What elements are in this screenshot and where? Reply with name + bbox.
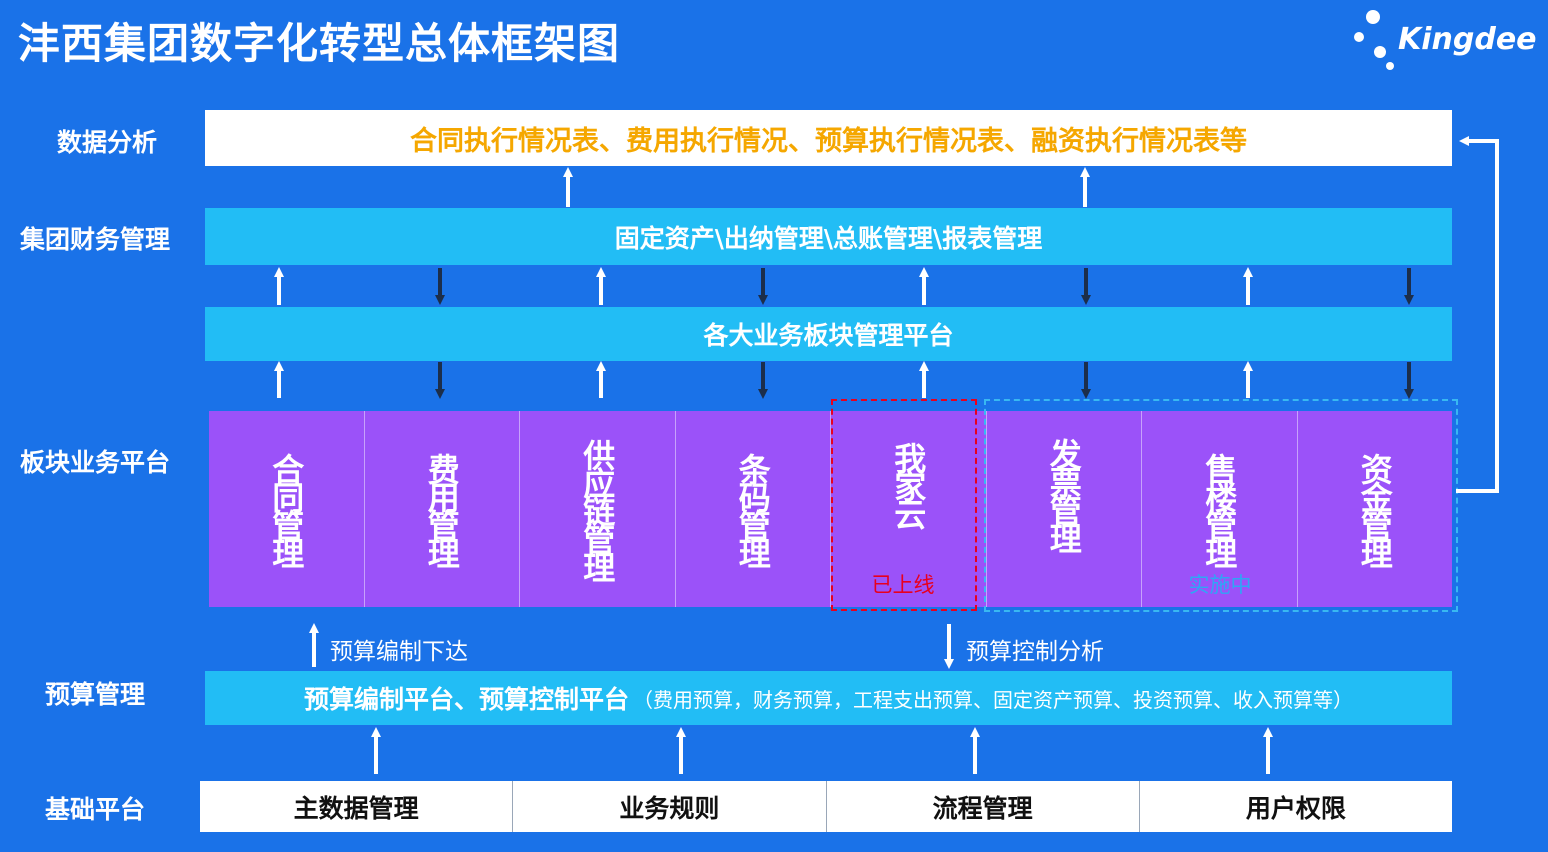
module-label: 合同管理 [267, 453, 306, 565]
module-wojiayun: 我家云 [831, 411, 987, 607]
module-funds: 资金管理 [1297, 411, 1452, 607]
module-label: 售楼管理 [1200, 453, 1239, 565]
feedback-loop-arrow [1456, 136, 1499, 493]
data-analysis-content: 合同执行情况表、费用执行情况、预算执行情况表、融资执行情况表等 [410, 125, 1247, 157]
row-label-data-analysis: 数据分析 [56, 128, 157, 157]
module-invoice: 发票管理 [986, 411, 1142, 607]
module-label: 费用管理 [422, 453, 461, 565]
row-label-foundation: 基础平台 [44, 795, 145, 824]
budget-main-content: 预算编制平台、预算控制平台 [303, 685, 629, 714]
flow-down-label: 预算控制分析 [966, 639, 1104, 665]
foundation-item: 流程管理 [827, 781, 1140, 832]
foundation-item: 主数据管理 [200, 781, 514, 832]
row-label-segment-platform: 板块业务平台 [19, 448, 170, 477]
module-label: 我家云 [889, 442, 928, 526]
flow-up-label: 预算编制下达 [330, 639, 468, 665]
module-row: 合同管理 费用管理 供应链管理 条码管理 我家云 发票管理 售楼管理 资金管理 [209, 411, 1452, 607]
budget-bar: 预算编制平台、预算控制平台 （费用预算，财务预算，工程支出预算、固定资产预算、投… [205, 671, 1452, 725]
status-in-progress-label: 实施中 [1188, 573, 1252, 597]
status-live-label: 已上线 [871, 573, 935, 597]
live-group-outline [831, 399, 977, 611]
module-contract: 合同管理 [209, 411, 365, 607]
module-label: 资金管理 [1355, 453, 1394, 565]
data-analysis-bar: 合同执行情况表、费用执行情况、预算执行情况表、融资执行情况表等 [205, 110, 1452, 166]
group-finance-bar: 固定资产\出纳管理\总账管理\报表管理 [205, 208, 1452, 265]
foundation-row: 主数据管理 业务规则 流程管理 用户权限 [200, 781, 1452, 832]
module-supply-chain: 供应链管理 [520, 411, 676, 607]
page-title: 沣西集团数字化转型总体框架图 [18, 19, 621, 68]
group-finance-content: 固定资产\出纳管理\总账管理\报表管理 [614, 223, 1043, 253]
foundation-item: 用户权限 [1245, 793, 1346, 823]
module-label: 发票管理 [1044, 438, 1083, 550]
in-progress-group-outline [984, 399, 1458, 612]
kingdee-logo: Kingdee [1352, 8, 1542, 72]
foundation-item: 业务规则 [513, 781, 827, 832]
module-sales: 售楼管理 [1142, 411, 1298, 607]
budget-detail-content: （费用预算，财务预算，工程支出预算、固定资产预算、投资预算、收入预算等） [633, 687, 1353, 712]
logo-text: Kingdee [1398, 22, 1537, 57]
module-label: 条码管理 [733, 453, 772, 565]
row-label-budget: 预算管理 [44, 680, 145, 709]
business-platform-content: 各大业务板块管理平台 [703, 321, 954, 350]
row-label-group-finance: 集团财务管理 [19, 225, 170, 254]
module-expense: 费用管理 [364, 411, 520, 607]
module-barcode: 条码管理 [675, 411, 831, 607]
module-label: 供应链管理 [578, 439, 617, 579]
business-platform-bar: 各大业务板块管理平台 [205, 307, 1452, 361]
